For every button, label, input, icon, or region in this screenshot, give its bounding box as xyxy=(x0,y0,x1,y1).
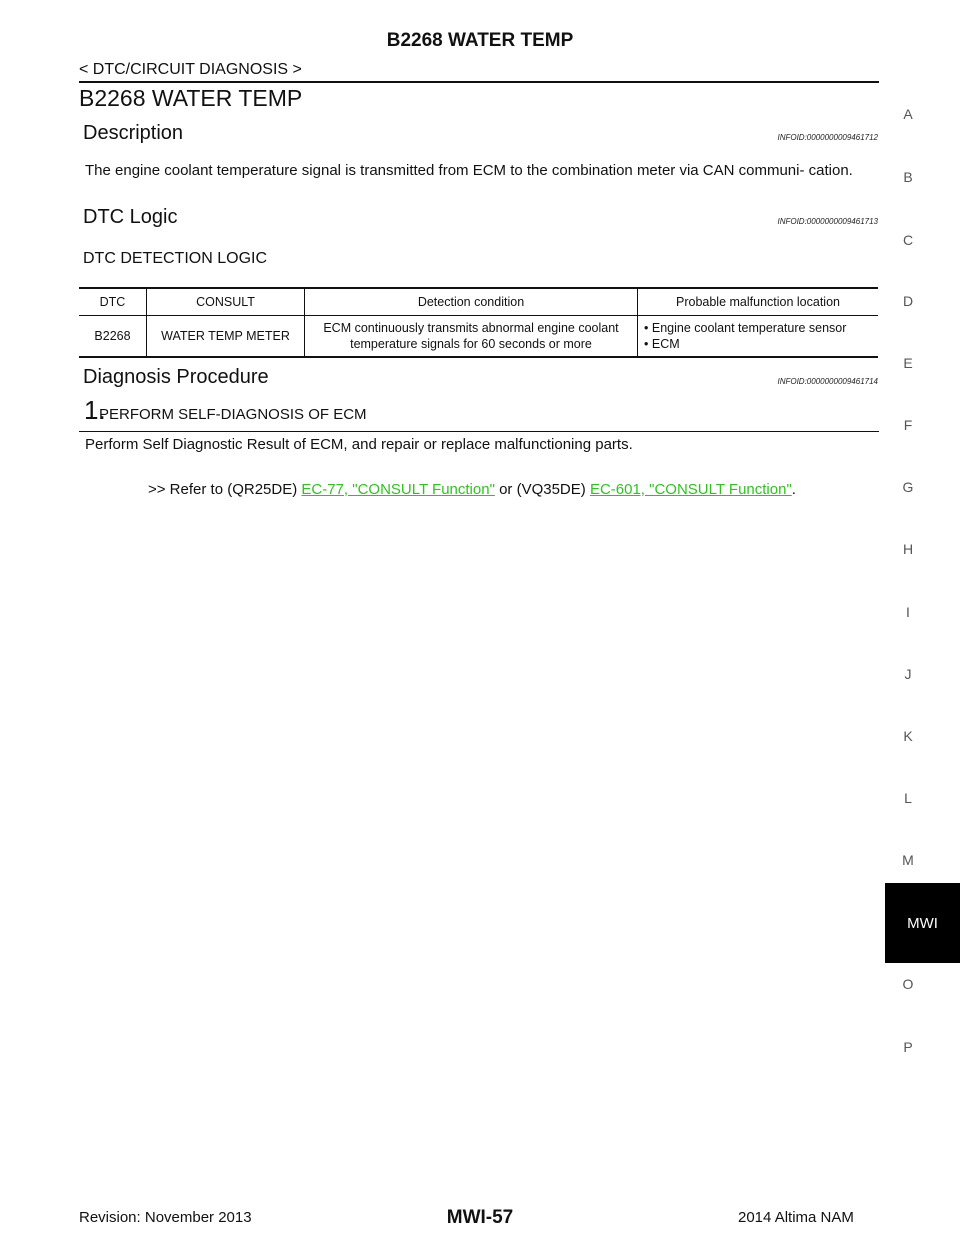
side-index-i[interactable]: I xyxy=(906,604,910,620)
step-title: PERFORM SELF-DIAGNOSIS OF ECM xyxy=(99,406,367,423)
location-item: ECM xyxy=(651,336,680,351)
dtc-detection-logic-subheading: DTC DETECTION LOGIC xyxy=(83,250,268,267)
side-index-f[interactable]: F xyxy=(903,417,913,433)
description-heading: Description xyxy=(83,122,184,144)
footer-revision: Revision: November 2013 xyxy=(79,1209,252,1226)
side-index-p[interactable]: P xyxy=(903,1039,913,1055)
page-title: B2268 WATER TEMP xyxy=(79,85,303,111)
side-index-c[interactable]: C xyxy=(902,232,914,248)
diagnosis-heading: Diagnosis Procedure xyxy=(83,366,269,388)
side-index-h[interactable]: H xyxy=(902,541,914,557)
refer-suffix: . xyxy=(791,481,796,498)
header-divider xyxy=(79,81,879,83)
table-header-row: DTC CONSULT Detection condition Probable… xyxy=(79,288,878,315)
ec-601-link[interactable]: EC-601, "CONSULT Function" xyxy=(589,481,792,498)
list-item: • ECM xyxy=(644,336,680,351)
side-index-g[interactable]: G xyxy=(902,479,914,495)
header-consult: CONSULT xyxy=(146,288,305,315)
side-index-l[interactable]: L xyxy=(904,790,912,806)
cell-dtc: B2268 xyxy=(94,328,131,343)
refer-mid: or (VQ35DE) xyxy=(494,481,590,498)
side-index-d[interactable]: D xyxy=(902,293,914,309)
footer-model: 2014 Altima NAM xyxy=(738,1209,854,1226)
side-index-a[interactable]: A xyxy=(903,106,913,122)
step-text: Perform Self Diagnostic Result of ECM, a… xyxy=(85,436,633,453)
side-index-o[interactable]: O xyxy=(902,976,914,992)
dtc-logic-infoid: INFOID:0000000009461713 xyxy=(777,217,878,226)
ec-77-link[interactable]: EC-77, "CONSULT Function" xyxy=(301,481,495,498)
side-tab-label: MWI xyxy=(907,914,938,932)
description-infoid: INFOID:0000000009461712 xyxy=(777,133,878,142)
side-index-j[interactable]: J xyxy=(904,666,912,682)
side-index-k[interactable]: K xyxy=(903,728,913,744)
diagnosis-infoid: INFOID:0000000009461714 xyxy=(777,377,878,386)
header-title: B2268 WATER TEMP xyxy=(386,30,574,51)
refer-line: >> Refer to (QR25DE) EC-77, "CONSULT Fun… xyxy=(148,481,796,498)
cell-consult: WATER TEMP METER xyxy=(146,315,305,357)
breadcrumb: < DTC/CIRCUIT DIAGNOSIS > xyxy=(79,61,302,78)
list-item: • Engine coolant temperature sensor xyxy=(644,320,847,335)
cell-probable-location: • Engine coolant temperature sensor • EC… xyxy=(637,315,878,357)
side-index-e[interactable]: E xyxy=(903,355,913,371)
page-number: MWI-57 xyxy=(446,1207,514,1228)
refer-prefix: >> Refer to (QR25DE) xyxy=(148,481,302,498)
header-detection-condition: Detection condition xyxy=(304,288,638,315)
description-text: The engine coolant temperature signal is… xyxy=(85,162,853,179)
dtc-logic-heading: DTC Logic xyxy=(83,206,178,228)
table-row: B2268 WATER TEMP METER ECM continuously … xyxy=(79,315,878,357)
cell-detection-condition: ECM continuously transmits abnormal engi… xyxy=(304,315,638,357)
step-number: 1. xyxy=(84,395,106,425)
side-tab-mwi[interactable]: MWI xyxy=(885,883,960,963)
header-dtc: DTC xyxy=(99,294,126,309)
header-probable-location: Probable malfunction location xyxy=(637,288,878,315)
side-index-b[interactable]: B xyxy=(903,169,913,185)
location-item: Engine coolant temperature sensor xyxy=(651,320,847,335)
step-divider xyxy=(79,431,879,432)
side-index-m[interactable]: M xyxy=(902,852,914,868)
dtc-table: DTC CONSULT Detection condition Probable… xyxy=(79,287,878,358)
